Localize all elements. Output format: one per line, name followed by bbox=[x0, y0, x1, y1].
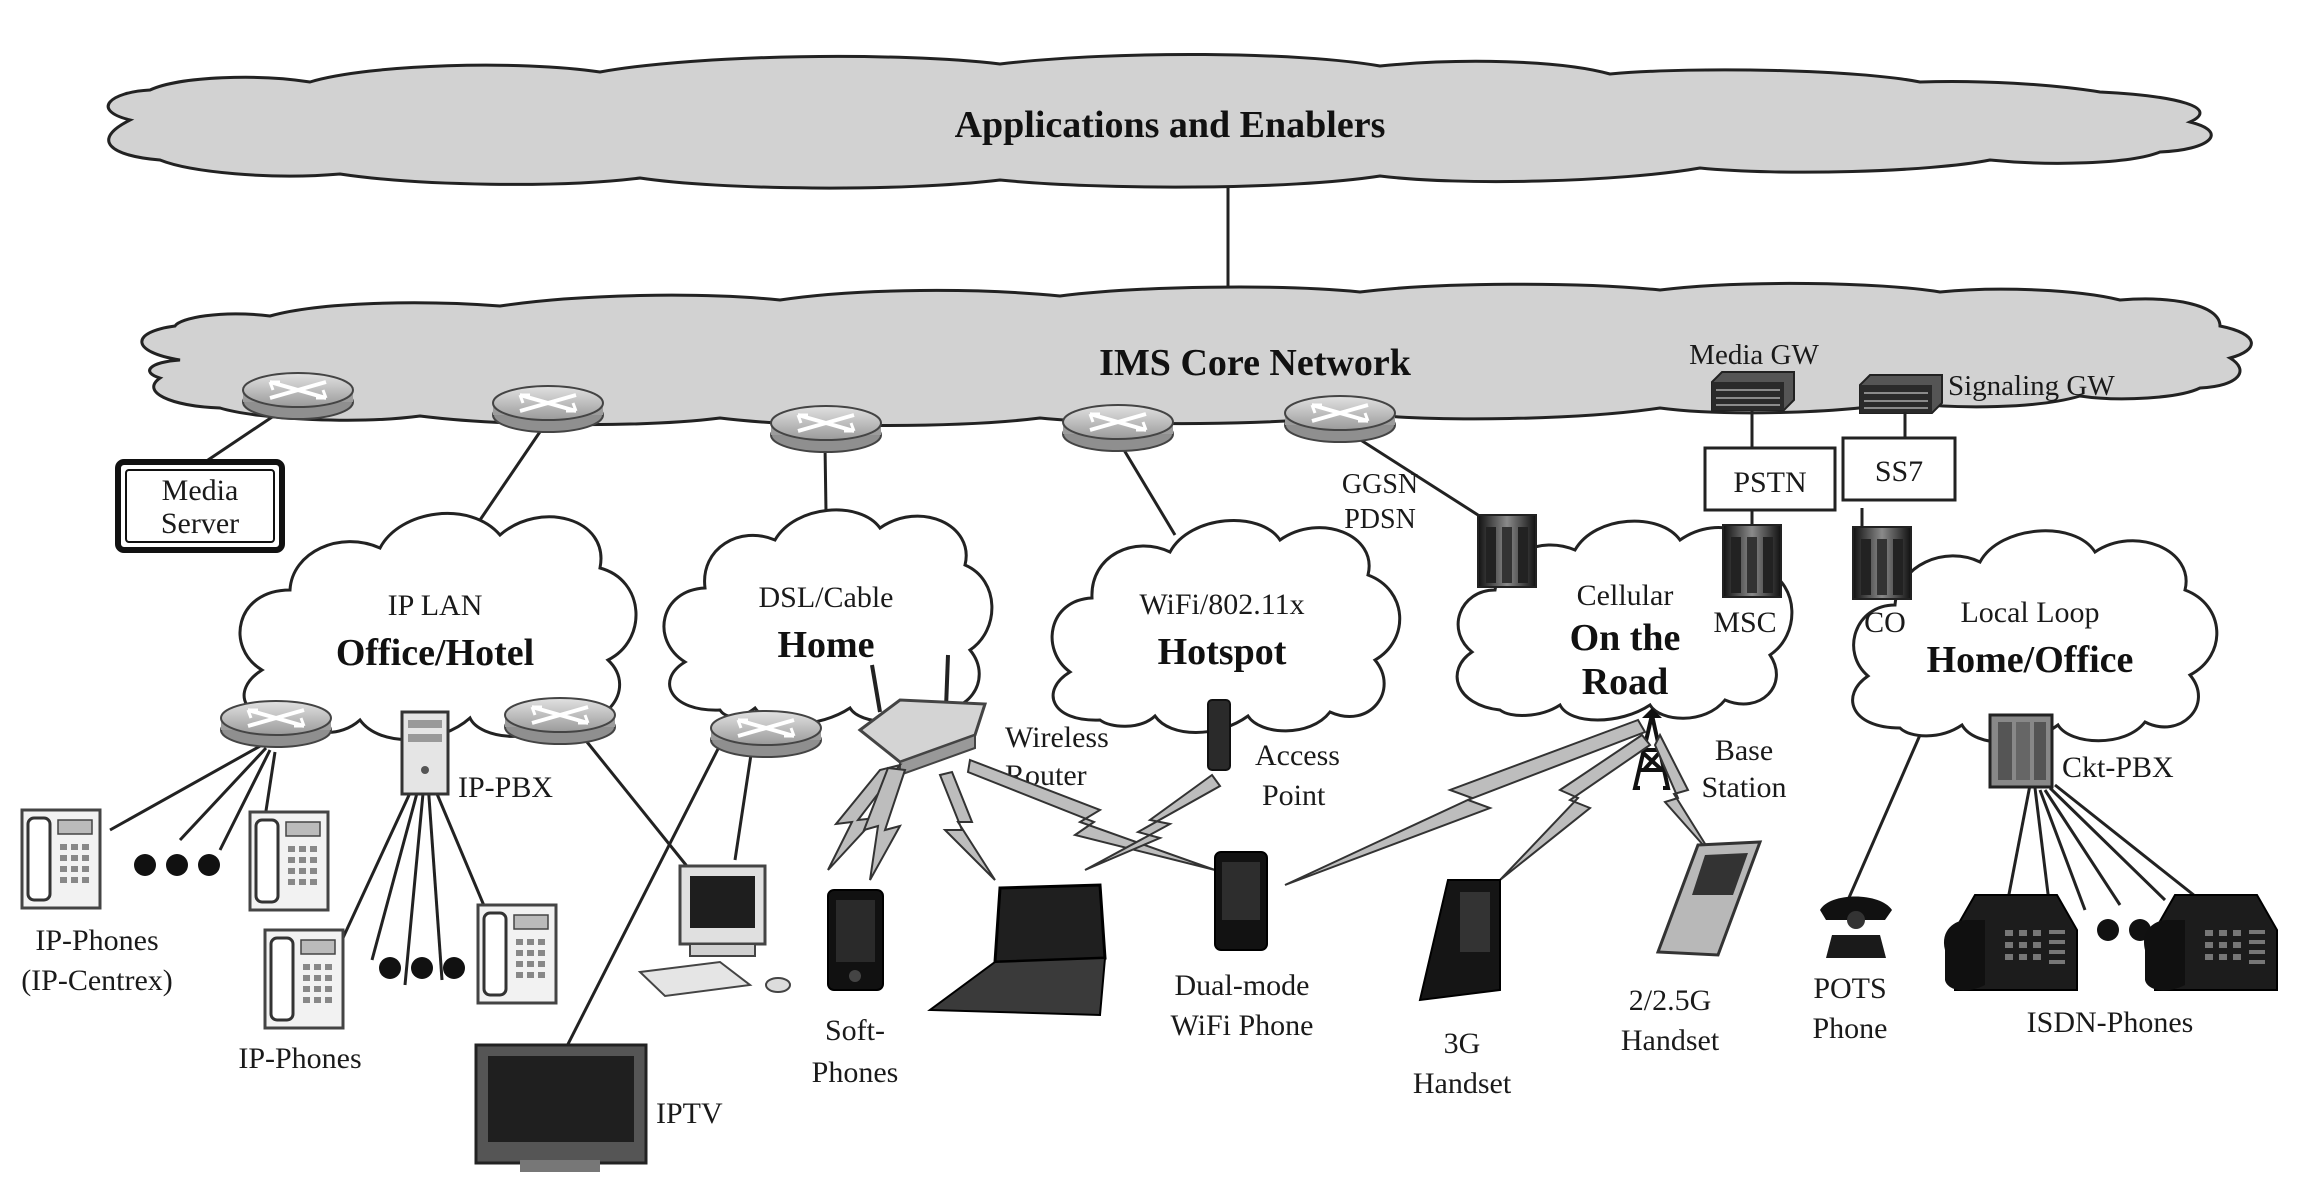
pots-line1: POTS bbox=[1813, 972, 1886, 1005]
ip-phone-centrex-2 bbox=[248, 810, 330, 912]
pots-phone: POTS Phone bbox=[1813, 896, 1892, 1045]
dual-mode-line2: WiFi Phone bbox=[1171, 1009, 1314, 1042]
iptv: IPTV bbox=[474, 1043, 723, 1172]
signaling-gateway: Signaling GW bbox=[1859, 370, 2115, 414]
ss7-label: SS7 bbox=[1875, 455, 1923, 488]
isdn-phone-1 bbox=[1943, 894, 2078, 992]
isdn-phone-2 bbox=[2143, 894, 2278, 992]
media-gw-label: Media GW bbox=[1689, 339, 1819, 371]
media-server-line1: Media bbox=[162, 474, 239, 507]
links bbox=[109, 403, 2201, 1051]
base-station-line1: Base bbox=[1715, 734, 1773, 767]
cloud-road-title-2: Road bbox=[1582, 661, 1669, 703]
ellipsis-centrex bbox=[134, 854, 220, 876]
msc-switch bbox=[1722, 524, 1782, 598]
ip-phones-centrex-line2: (IP-Centrex) bbox=[21, 964, 173, 997]
co-switch bbox=[1852, 526, 1912, 600]
core-title: IMS Core Network bbox=[1099, 342, 1412, 384]
ellipsis-ip-phones bbox=[379, 957, 465, 979]
ss7-box: SS7 bbox=[1841, 436, 1957, 502]
cloud-local-subtitle: Local Loop bbox=[1960, 596, 2099, 629]
ckt-pbx: Ckt-PBX bbox=[1988, 713, 2174, 789]
msc-label: MSC bbox=[1713, 606, 1776, 639]
cloud-hotspot-title: Hotspot bbox=[1158, 631, 1287, 673]
applications-cloud: Applications and Enablers bbox=[106, 52, 2213, 190]
ggsn-label: GGSN bbox=[1342, 469, 1418, 500]
dual-mode-phone: Dual-mode WiFi Phone bbox=[1171, 851, 1314, 1042]
wireless-router: Wireless Router bbox=[857, 654, 1109, 792]
handset-2g-line2: Handset bbox=[1621, 1024, 1720, 1057]
pots-line2: Phone bbox=[1813, 1012, 1888, 1045]
cloud-home-title: Home bbox=[777, 624, 874, 666]
ip-phones-label: IP-Phones bbox=[238, 1042, 361, 1075]
laptop bbox=[927, 883, 1107, 1017]
cloud-office-hotel: IP LAN Office/Hotel bbox=[238, 512, 638, 742]
isdn-phones-label: ISDN-Phones bbox=[2027, 1006, 2194, 1039]
cloud-local-title: Home/Office bbox=[1927, 639, 2134, 681]
cloud-home: DSL/Cable Home bbox=[662, 508, 994, 726]
iptv-label: IPTV bbox=[656, 1097, 723, 1130]
soft-phones-line2: Phones bbox=[812, 1056, 899, 1089]
access-point-line2: Point bbox=[1262, 779, 1326, 812]
handset-2g: 2/2.5G Handset bbox=[1621, 840, 1763, 1057]
cloud-hotspot: WiFi/802.11x Hotspot bbox=[1050, 519, 1402, 734]
soft-phones-line1: Soft- bbox=[825, 1014, 885, 1047]
ip-phone-pbx-2 bbox=[476, 903, 558, 1005]
ip-phone-centrex-1 bbox=[20, 808, 102, 910]
cloud-road-title-1: On the bbox=[1570, 617, 1681, 659]
soft-phone: Soft- Phones bbox=[812, 889, 899, 1089]
handset-3g-line1: 3G bbox=[1444, 1027, 1481, 1060]
base-station: Base Station bbox=[1632, 708, 1787, 804]
cloud-office-subtitle: IP LAN bbox=[388, 589, 483, 622]
cloud-home-office: Local Loop Home/Office bbox=[1851, 529, 2219, 744]
handset-3g: 3G Handset bbox=[1413, 879, 1512, 1100]
media-server-line2: Server bbox=[161, 507, 239, 540]
cloud-road-subtitle: Cellular bbox=[1577, 579, 1674, 612]
media-gateway: Media GW bbox=[1689, 339, 1819, 411]
signaling-gw-label: Signaling GW bbox=[1948, 370, 2115, 402]
ip-phones-centrex-line1: IP-Phones bbox=[35, 924, 158, 957]
ip-phone-pbx-1 bbox=[263, 928, 345, 1030]
base-station-line2: Station bbox=[1701, 771, 1786, 804]
access-point: Access Point bbox=[1207, 699, 1340, 812]
wireless-links bbox=[827, 718, 1713, 886]
handset-2g-line1: 2/2.5G bbox=[1629, 984, 1712, 1017]
media-server: Media Server bbox=[115, 459, 285, 553]
cloud-on-the-road: Cellular On the Road bbox=[1455, 519, 1794, 722]
access-point-line1: Access bbox=[1255, 739, 1340, 772]
cloud-home-subtitle: DSL/Cable bbox=[759, 581, 894, 614]
ip-pbx: IP-PBX bbox=[400, 710, 553, 804]
pstn-box: PSTN bbox=[1703, 446, 1837, 512]
wireless-router-line1: Wireless bbox=[1005, 721, 1109, 754]
dual-mode-line1: Dual-mode bbox=[1175, 969, 1310, 1002]
pstn-label: PSTN bbox=[1733, 466, 1806, 499]
cloud-office-title: Office/Hotel bbox=[336, 632, 534, 674]
ggsn-switch bbox=[1477, 514, 1537, 588]
ckt-pbx-label: Ckt-PBX bbox=[2062, 751, 2174, 784]
co-label: CO bbox=[1864, 606, 1906, 639]
pdsn-label: PDSN bbox=[1344, 504, 1416, 535]
desktop-pc bbox=[637, 864, 791, 998]
applications-title: Applications and Enablers bbox=[955, 104, 1386, 146]
handset-3g-line2: Handset bbox=[1413, 1067, 1512, 1100]
cloud-hotspot-subtitle: WiFi/802.11x bbox=[1139, 588, 1304, 621]
ip-pbx-label: IP-PBX bbox=[458, 771, 553, 804]
